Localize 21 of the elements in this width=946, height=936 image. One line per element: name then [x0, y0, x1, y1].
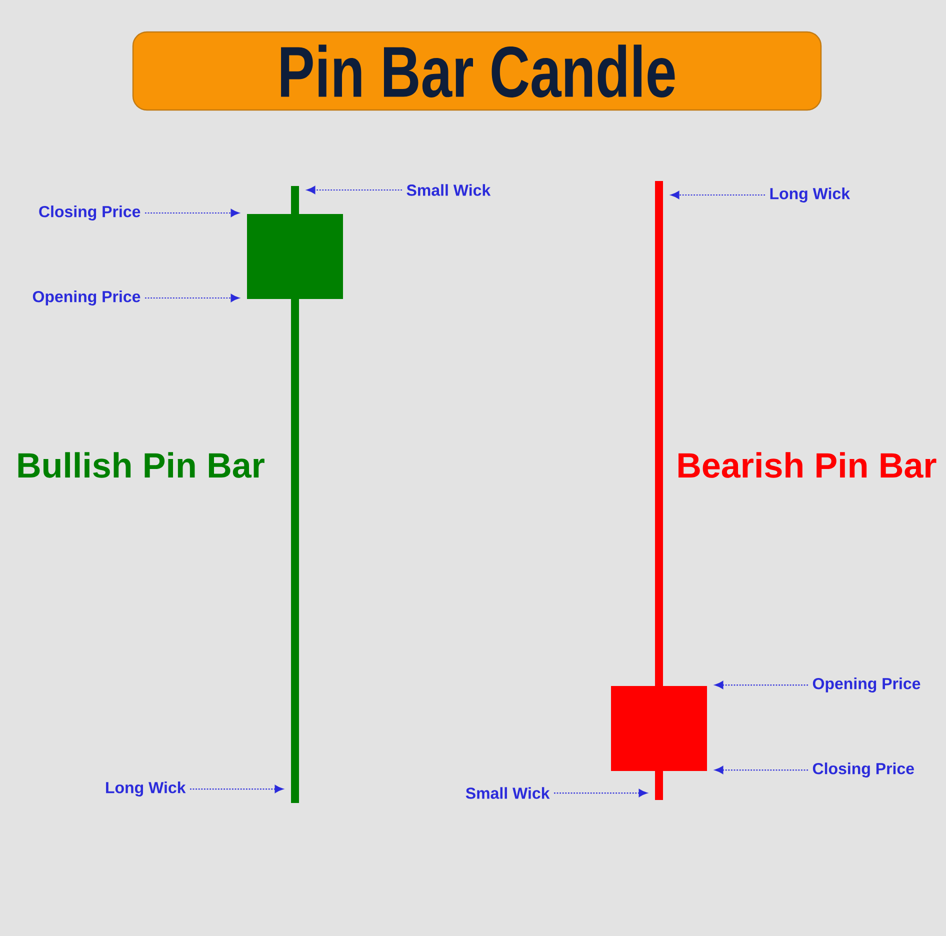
callout-label: Opening Price	[812, 678, 920, 692]
leader-line	[306, 186, 402, 194]
title-banner: Pin Bar Candle	[132, 31, 822, 111]
callout-label: Opening Price	[32, 290, 140, 306]
pattern-label: Bearish Pin Bar	[678, 452, 936, 478]
candle-body	[611, 686, 707, 772]
pattern-label: Bullish Pin Bar	[18, 452, 264, 478]
leader-line	[714, 681, 808, 689]
leader-line	[554, 789, 648, 797]
candle-body	[247, 214, 343, 299]
leader-line	[190, 785, 284, 793]
callout-label: Closing Price	[812, 762, 914, 778]
callout-label: Long Wick	[106, 782, 186, 796]
leader-line	[714, 766, 808, 774]
callout-label: Long Wick	[770, 188, 850, 202]
leader-line	[670, 191, 765, 199]
leader-line	[145, 209, 240, 217]
callout-label: Closing Price	[39, 206, 140, 220]
leader-line	[145, 294, 240, 302]
callout-label: Small Wick	[466, 787, 550, 799]
callout-label: Small Wick	[406, 184, 491, 196]
